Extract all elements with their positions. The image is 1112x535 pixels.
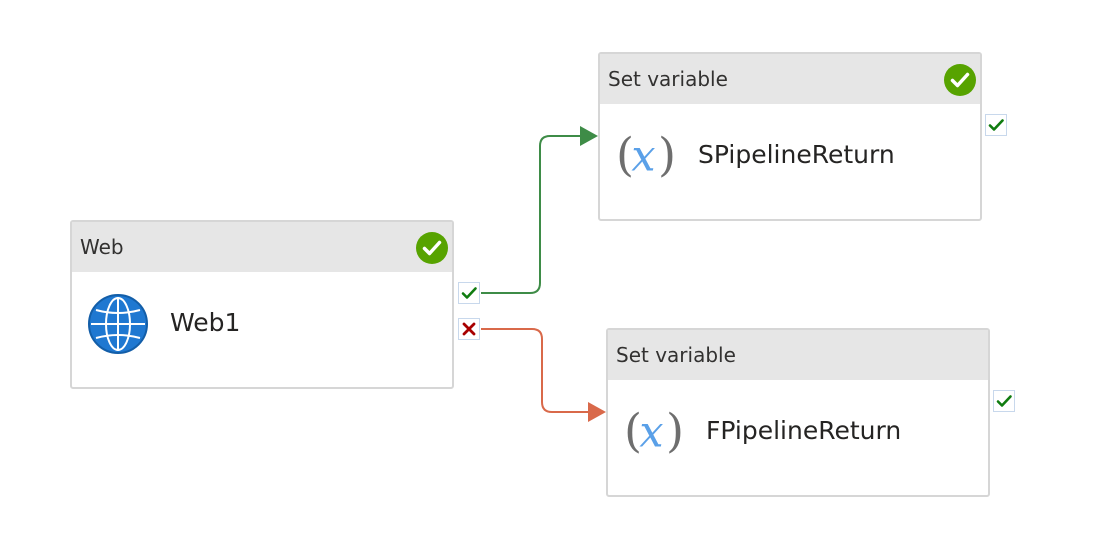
- activity-set-variable-failure[interactable]: Set variable ( x ) FPipelineReturn: [606, 328, 990, 497]
- failure-output-port[interactable]: [458, 318, 480, 340]
- svg-text:(: (: [616, 128, 634, 182]
- svg-text:): ): [658, 128, 676, 182]
- activity-name: FPipelineReturn: [706, 416, 902, 445]
- success-output-port[interactable]: [993, 390, 1015, 412]
- activity-type-label: Web: [80, 235, 124, 259]
- activity-header: Web: [72, 222, 452, 272]
- success-status-icon: [416, 232, 448, 264]
- activity-type-label: Set variable: [616, 343, 736, 367]
- failure-connector[interactable]: [481, 328, 592, 413]
- success-output-port[interactable]: [458, 282, 480, 304]
- activity-body: Web1: [72, 272, 452, 384]
- cross-icon: [462, 322, 476, 336]
- success-output-port[interactable]: [985, 114, 1007, 136]
- activity-header: Set variable: [608, 330, 988, 380]
- success-arrowhead: [580, 126, 598, 146]
- svg-text:(: (: [624, 404, 642, 458]
- activity-set-variable-success[interactable]: Set variable ( x ) SPipelineReturn: [598, 52, 982, 221]
- activity-name: Web1: [170, 308, 241, 337]
- globe-icon: [88, 294, 148, 354]
- activity-body: ( x ) FPipelineReturn: [608, 380, 988, 492]
- variable-x-icon: ( x ): [616, 128, 676, 182]
- activity-web[interactable]: Web Web1: [70, 220, 454, 389]
- svg-text:x: x: [639, 408, 663, 458]
- svg-text:x: x: [631, 132, 655, 182]
- activity-body: ( x ) SPipelineReturn: [600, 104, 980, 216]
- check-icon: [461, 287, 477, 299]
- check-icon: [996, 395, 1012, 407]
- activity-type-label: Set variable: [608, 67, 728, 91]
- check-icon: [988, 119, 1004, 131]
- success-connector[interactable]: [481, 135, 584, 294]
- failure-arrowhead: [588, 402, 606, 422]
- activity-header: Set variable: [600, 54, 980, 104]
- variable-x-icon: ( x ): [624, 404, 684, 458]
- svg-text:): ): [666, 404, 684, 458]
- activity-name: SPipelineReturn: [698, 140, 895, 169]
- success-status-icon: [944, 64, 976, 96]
